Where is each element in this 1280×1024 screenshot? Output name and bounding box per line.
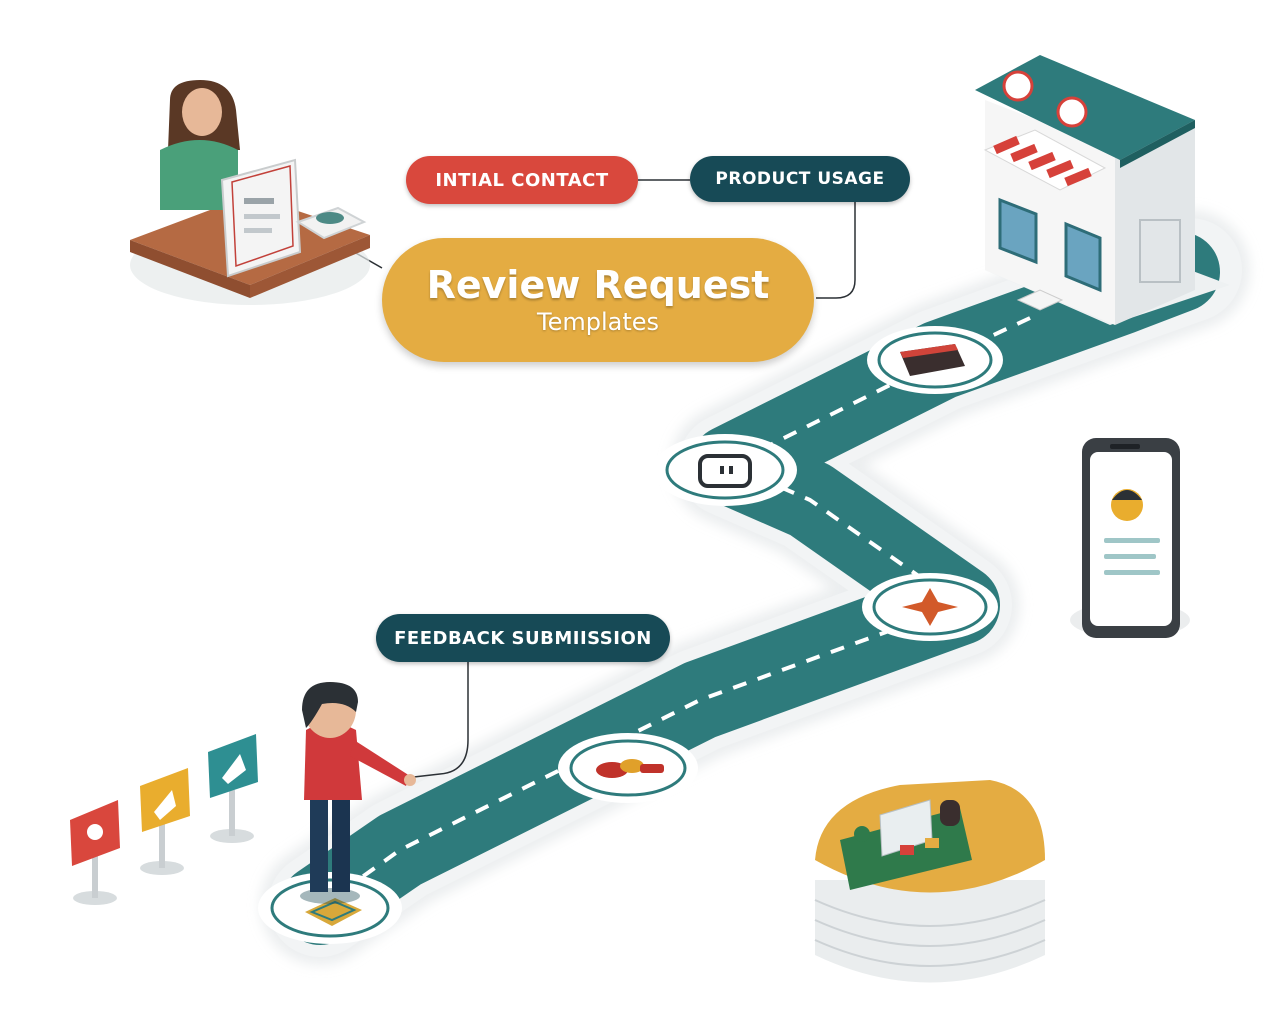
chat-bubble-icon — [698, 454, 752, 488]
hero-title: Review Request — [426, 263, 770, 307]
food-plate-icon — [596, 759, 664, 778]
phone-profile-icon — [1070, 438, 1190, 638]
signpost-icon — [70, 734, 258, 905]
checkpoint-star — [862, 573, 998, 641]
storefront-icon — [975, 55, 1230, 325]
tablet-icon — [900, 344, 965, 376]
checkpoint-device — [867, 326, 1003, 394]
initial-contact-label: INTIAL CONTACT — [406, 156, 638, 204]
map-tile-icon — [305, 898, 362, 926]
hero-banner: Review Request Templates — [382, 238, 814, 362]
checkpoint-start — [258, 872, 402, 944]
product-usage-label: PRODUCT USAGE — [690, 156, 910, 202]
customer-avatar-icon — [300, 682, 416, 904]
hero-subtitle: Templates — [536, 308, 659, 336]
market-stall-icon — [814, 780, 1046, 983]
journey-road — [260, 210, 1250, 965]
checkpoint-chat — [653, 434, 797, 506]
clerk-at-desk-icon — [130, 80, 370, 305]
star-icon — [902, 588, 958, 626]
feedback-submission-label: FEEDBACK SUBMIISSION — [376, 614, 670, 662]
checkpoint-food — [558, 733, 698, 803]
